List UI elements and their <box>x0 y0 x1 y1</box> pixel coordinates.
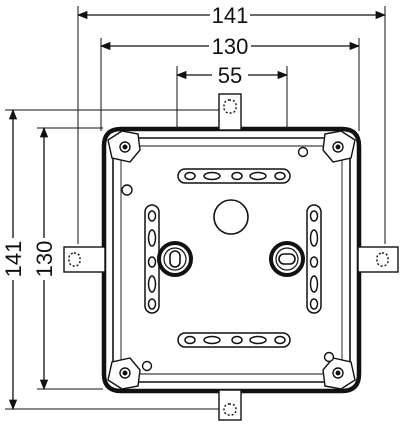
dimension-height-130-label: 130 <box>32 241 57 278</box>
junction-box <box>63 93 399 421</box>
dimension-width-141: 141 <box>76 3 387 28</box>
dimension-height-141-label: 141 <box>1 241 26 278</box>
slotted-bar-bottom <box>177 332 291 348</box>
dimension-width-141-label: 141 <box>212 3 249 28</box>
dimension-height-130: 130 <box>32 126 57 391</box>
corner-post-top-left <box>107 130 141 163</box>
center-knockout <box>213 199 249 235</box>
slotted-bar-top <box>177 168 291 184</box>
box-outer-wall <box>101 126 362 394</box>
corner-post-top-right <box>322 130 356 163</box>
connector-left <box>63 246 106 273</box>
cable-gland-left <box>157 241 193 277</box>
slotted-bar-left <box>144 204 160 314</box>
connector-right <box>357 246 399 273</box>
dimension-height-141: 141 <box>1 108 26 411</box>
dimension-width-130: 130 <box>99 34 361 59</box>
slotted-bar-right <box>306 204 322 314</box>
connector-top <box>218 93 242 131</box>
dimension-width-130-label: 130 <box>212 34 249 59</box>
fixing-holes <box>121 146 335 372</box>
corner-post-bottom-left <box>107 357 141 390</box>
dimension-entry-spacing-55: 55 <box>175 63 289 88</box>
corner-post-bottom-right <box>322 357 356 390</box>
connector-bottom <box>218 389 242 421</box>
cable-gland-right <box>269 241 305 277</box>
dimension-entry-spacing-55-label: 55 <box>218 63 242 88</box>
